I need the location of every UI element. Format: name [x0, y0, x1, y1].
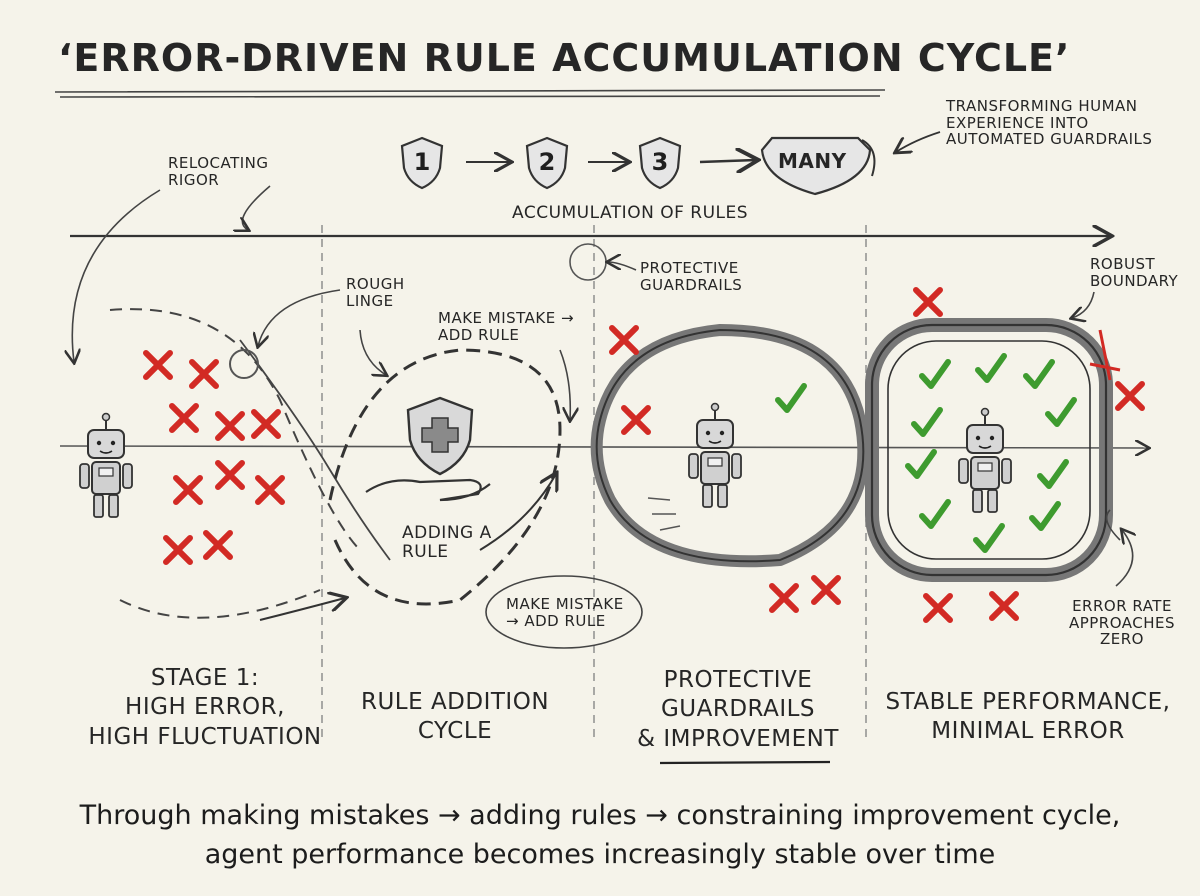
rough-linge-arrow	[258, 289, 341, 346]
wave-dashed-top	[109, 308, 361, 551]
transform-note: Transforming human experience into autom…	[946, 97, 1153, 148]
error-rate-note: Error rate approaches zero	[1068, 597, 1176, 648]
stage-2-line1: Rule addition	[360, 689, 550, 715]
step-2-label: 2	[538, 148, 556, 176]
stage-3-line2: guardrails	[660, 696, 816, 723]
relocating-rigor-note: Relocating rigor	[168, 154, 269, 189]
note-arrow	[896, 131, 941, 152]
shield-many-icon	[760, 136, 872, 196]
footer-line-1: Through making mistakes → adding rules →…	[79, 800, 1121, 831]
stage-2-line2: cycle	[417, 718, 493, 745]
rule-loop-dashed	[328, 348, 562, 606]
relocating-arrow-left	[72, 189, 161, 362]
make-mistake-note-bottom: Make mistake → Add rule	[506, 595, 624, 630]
stage-1-line1: Stage 1:	[150, 665, 260, 691]
footer-line-2: agent performance becomes increasingly s…	[204, 839, 996, 870]
rough-point-circle	[229, 349, 259, 379]
stage-3-line1: Protective	[663, 667, 813, 693]
stage-3-label: Protective guardrails & improvement	[618, 666, 858, 754]
step-many-label: MANY	[778, 149, 847, 173]
rough-linge-note: Rough linge	[346, 275, 405, 310]
wave-solid	[239, 339, 391, 561]
protective-guardrails-note: Protective guardrails	[640, 259, 743, 294]
stage-3-line3: & improvement	[637, 725, 839, 752]
step-1-label: 1	[413, 148, 431, 176]
stage-1-label: Stage 1: High error, High fluctuation	[80, 664, 330, 752]
robust-boundary-note: Robust boundary	[1090, 255, 1179, 290]
make-mistake-note-top: Make mistake → Add rule	[438, 309, 575, 344]
robot-stage4-icon	[958, 407, 1012, 513]
stage-1-line2: High error,	[125, 694, 285, 721]
stage-4-line1: Stable performance,	[885, 689, 1171, 715]
arrow-3-many	[699, 160, 756, 162]
make-mistake-bubble	[485, 575, 643, 649]
step-3-label: 3	[651, 148, 669, 176]
wave-dashed-bottom	[119, 589, 321, 619]
stage-2-label: Rule addition cycle	[340, 688, 570, 747]
accumulation-label: Accumulation of Rules	[512, 203, 749, 223]
stage-1-line3: High fluctuation	[88, 723, 322, 750]
robot-stage1-icon	[79, 412, 133, 518]
adding-rule-note: Adding a rule	[402, 523, 492, 562]
robot-stage3-icon	[688, 402, 742, 508]
stage-4-line2: minimal error	[931, 718, 1125, 745]
stage-4-label: Stable performance, minimal error	[878, 688, 1178, 747]
hand-icon	[365, 478, 491, 502]
title-underline	[54, 89, 886, 98]
page-title: ‘Error-Driven Rule Accumulation Cycle’	[58, 36, 1071, 80]
